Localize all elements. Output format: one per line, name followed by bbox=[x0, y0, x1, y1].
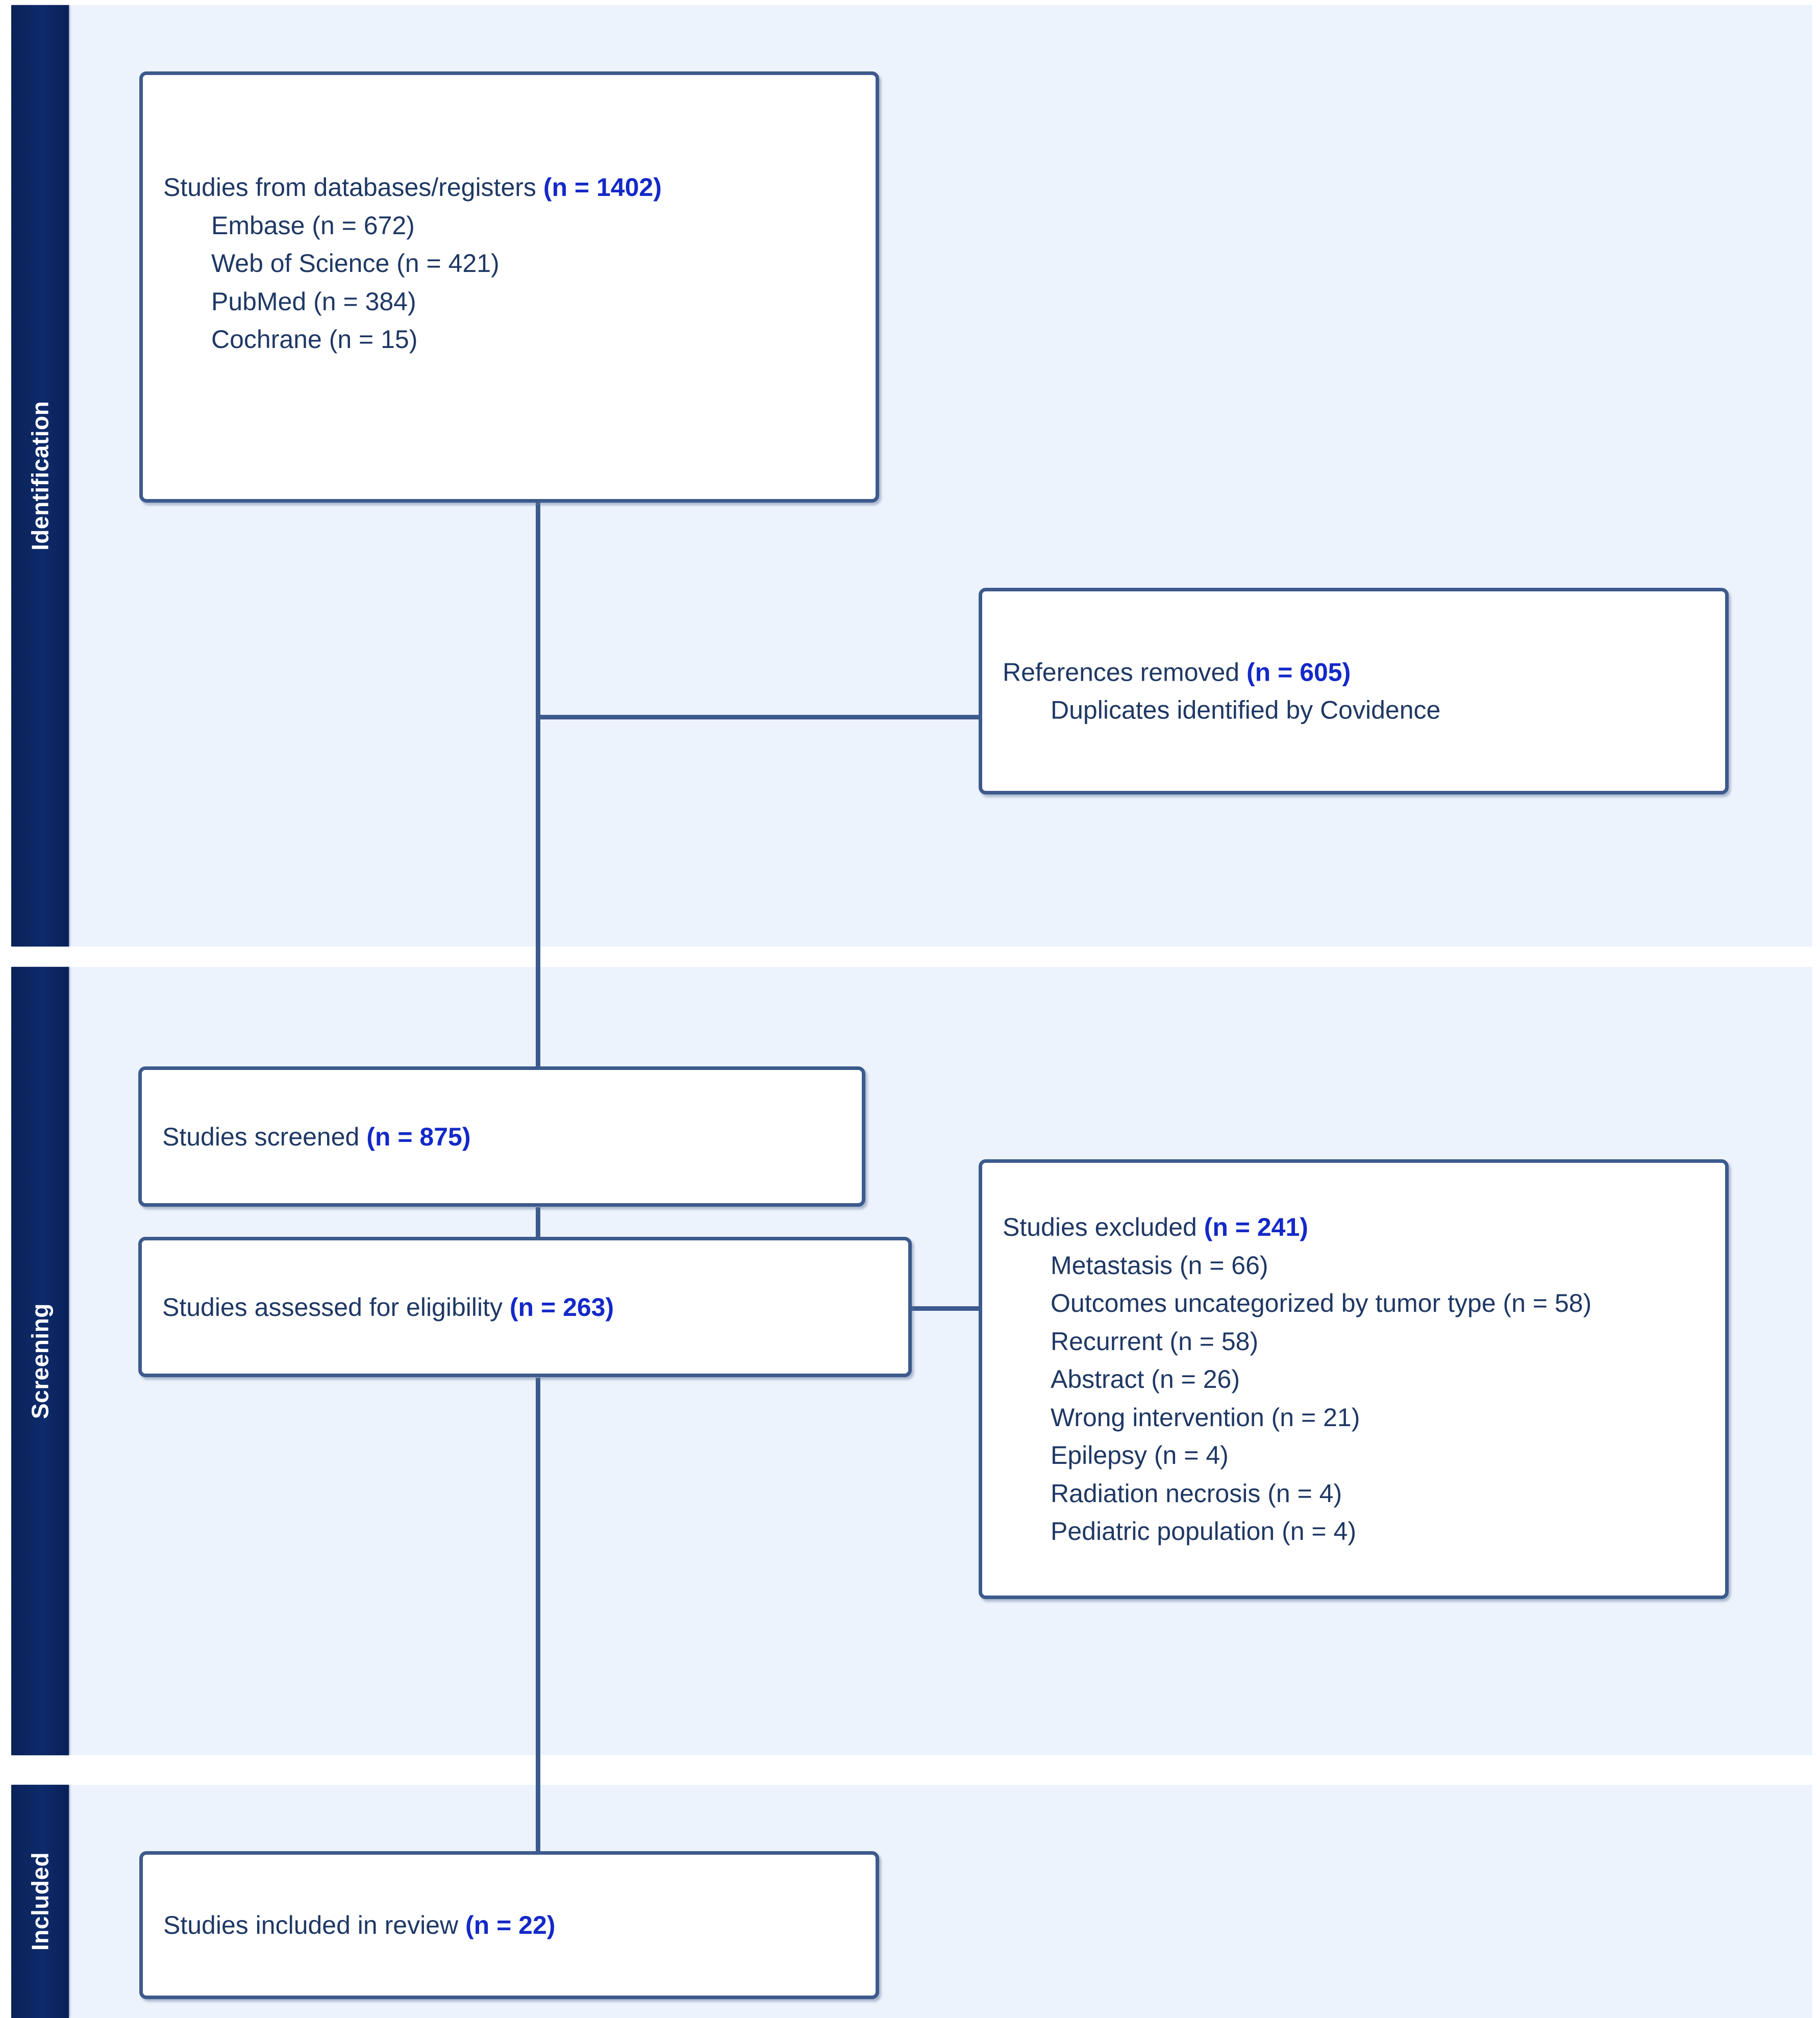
list-item: Radiation necrosis (n = 4) bbox=[1051, 1479, 1342, 1508]
list-item: Pediatric population (n = 4) bbox=[1051, 1516, 1356, 1546]
list-item: Abstract (n = 26) bbox=[1051, 1364, 1240, 1393]
header-count: (n = 1402) bbox=[543, 173, 662, 202]
box-header-identification: Studies from databases/registers (n = 14… bbox=[160, 168, 858, 207]
stage-bar-screening bbox=[11, 967, 69, 1755]
box-header-studies-screened: Studies screened (n = 875) bbox=[159, 1117, 844, 1156]
box-references-removed: References removed (n = 605) Duplicates … bbox=[979, 588, 1729, 794]
connector-identification-to-removed bbox=[536, 715, 979, 719]
header-text: References removed bbox=[1003, 658, 1247, 686]
header-count: (n = 241) bbox=[1204, 1212, 1308, 1241]
list-item: Wrong intervention (n = 21) bbox=[1051, 1403, 1360, 1432]
header-text: Studies from databases/registers bbox=[163, 173, 543, 202]
box-header-references-removed: References removed (n = 605) bbox=[1000, 653, 1708, 691]
box-header-studies-excluded: Studies excluded (n = 241) bbox=[1000, 1208, 1708, 1247]
header-text: Studies included in review bbox=[163, 1910, 465, 1939]
box-studies-assessed-for-eligibility: Studies assessed for eligibility (n = 26… bbox=[138, 1237, 912, 1377]
connector-identification-to-screened bbox=[536, 503, 540, 1066]
stage-label-screening: Screening bbox=[27, 1303, 54, 1419]
header-count: (n = 605) bbox=[1246, 658, 1351, 686]
stage-bar-identification bbox=[11, 5, 69, 946]
header-text: Studies screened bbox=[162, 1122, 367, 1151]
stage-label-identification: Identification bbox=[27, 401, 54, 551]
list-item: Cochrane (n = 15) bbox=[211, 325, 418, 354]
box-studies-screened: Studies screened (n = 875) bbox=[138, 1066, 865, 1207]
box-studies-included-in-review: Studies included in review (n = 22) bbox=[139, 1851, 879, 1999]
connector-assessed-to-excluded bbox=[912, 1306, 979, 1311]
connector-assessed-to-included bbox=[536, 1378, 540, 1851]
list-item: Embase (n = 672) bbox=[211, 211, 415, 240]
header-count: (n = 22) bbox=[465, 1910, 556, 1939]
stage-bar-included bbox=[11, 1785, 69, 2018]
header-text: Studies excluded bbox=[1003, 1212, 1204, 1241]
list-item: Web of Science (n = 421) bbox=[211, 249, 500, 278]
header-text: Studies assessed for eligibility bbox=[162, 1292, 510, 1322]
list-item: Duplicates identified by Covidence bbox=[1051, 695, 1441, 725]
header-count: (n = 875) bbox=[366, 1122, 471, 1151]
list-item: Recurrent (n = 58) bbox=[1051, 1327, 1259, 1356]
list-item: Metastasis (n = 66) bbox=[1051, 1251, 1268, 1280]
connector-screened-to-assessed bbox=[536, 1207, 540, 1237]
box-studies-excluded: Studies excluded (n = 241) Metastasis (n… bbox=[979, 1159, 1729, 1599]
box-studies-from-databases: Studies from databases/registers (n = 14… bbox=[139, 71, 879, 503]
header-count: (n = 263) bbox=[509, 1292, 614, 1322]
box-header-studies-assessed: Studies assessed for eligibility (n = 26… bbox=[159, 1288, 891, 1326]
stage-label-included: Included bbox=[27, 1852, 54, 1951]
list-item: Epilepsy (n = 4) bbox=[1051, 1440, 1229, 1469]
list-item: PubMed (n = 384) bbox=[211, 287, 416, 316]
list-item: Outcomes uncategorized by tumor type (n … bbox=[1051, 1288, 1592, 1317]
box-header-studies-included: Studies included in review (n = 22) bbox=[160, 1906, 858, 1945]
